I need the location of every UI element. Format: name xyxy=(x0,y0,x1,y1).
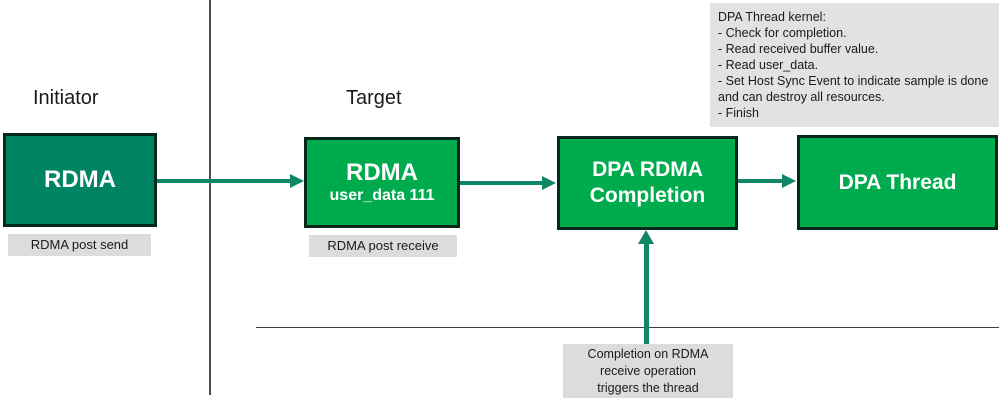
arrow-completion-trigger-up xyxy=(638,230,654,344)
target-rdma-node: RDMA user_data 111 xyxy=(304,137,460,228)
arrow-head-right-icon xyxy=(290,174,304,188)
target-baseline xyxy=(256,327,999,328)
kernel-note-title: DPA Thread kernel: xyxy=(718,10,826,24)
rdma-post-send-caption: RDMA post send xyxy=(8,234,151,256)
dpa-thread-kernel-note: DPA Thread kernel: - Check for completio… xyxy=(710,3,999,127)
arrow-head-right-icon xyxy=(782,174,796,188)
kernel-note-item: - Read received buffer value. xyxy=(718,42,879,56)
kernel-note-item: - Set Host Sync Event to indicate sample… xyxy=(718,74,989,104)
arrow-shaft xyxy=(643,243,649,344)
completion-note-line: Completion on RDMA xyxy=(587,347,709,361)
target-rdma-user-data: user_data 111 xyxy=(329,186,435,204)
completion-note-line: triggers the thread xyxy=(597,381,699,395)
kernel-note-item: - Finish xyxy=(718,106,759,120)
initiator-rdma-node: RDMA xyxy=(3,133,157,227)
initiator-rdma-title: RDMA xyxy=(44,166,116,193)
dpa-rdma-completion-node: DPA RDMA Completion xyxy=(557,136,738,230)
arrow-initiator-to-target xyxy=(157,174,304,188)
arrow-shaft xyxy=(460,181,542,185)
initiator-section-heading: Initiator xyxy=(33,87,99,109)
dpa-rdma-completion-title: DPA RDMA Completion xyxy=(589,158,706,207)
dpa-thread-node: DPA Thread xyxy=(797,135,998,230)
arrow-target-to-completion xyxy=(460,176,556,190)
arrow-completion-to-thread xyxy=(738,174,796,188)
arrow-head-right-icon xyxy=(542,176,556,190)
arrow-shaft xyxy=(738,179,782,183)
initiator-target-divider-line xyxy=(209,0,211,395)
completion-trigger-note: Completion on RDMA receive operation tri… xyxy=(563,344,733,398)
target-section-heading: Target xyxy=(346,87,402,109)
arrow-shaft xyxy=(157,179,290,183)
rdma-post-receive-caption: RDMA post receive xyxy=(309,235,457,257)
kernel-note-item: - Check for completion. xyxy=(718,26,847,40)
target-rdma-title: RDMA xyxy=(346,158,418,186)
dpa-thread-title: DPA Thread xyxy=(838,170,957,194)
kernel-note-item: - Read user_data. xyxy=(718,58,819,72)
completion-note-line: receive operation xyxy=(600,364,696,378)
arrow-head-up-icon xyxy=(638,230,654,244)
